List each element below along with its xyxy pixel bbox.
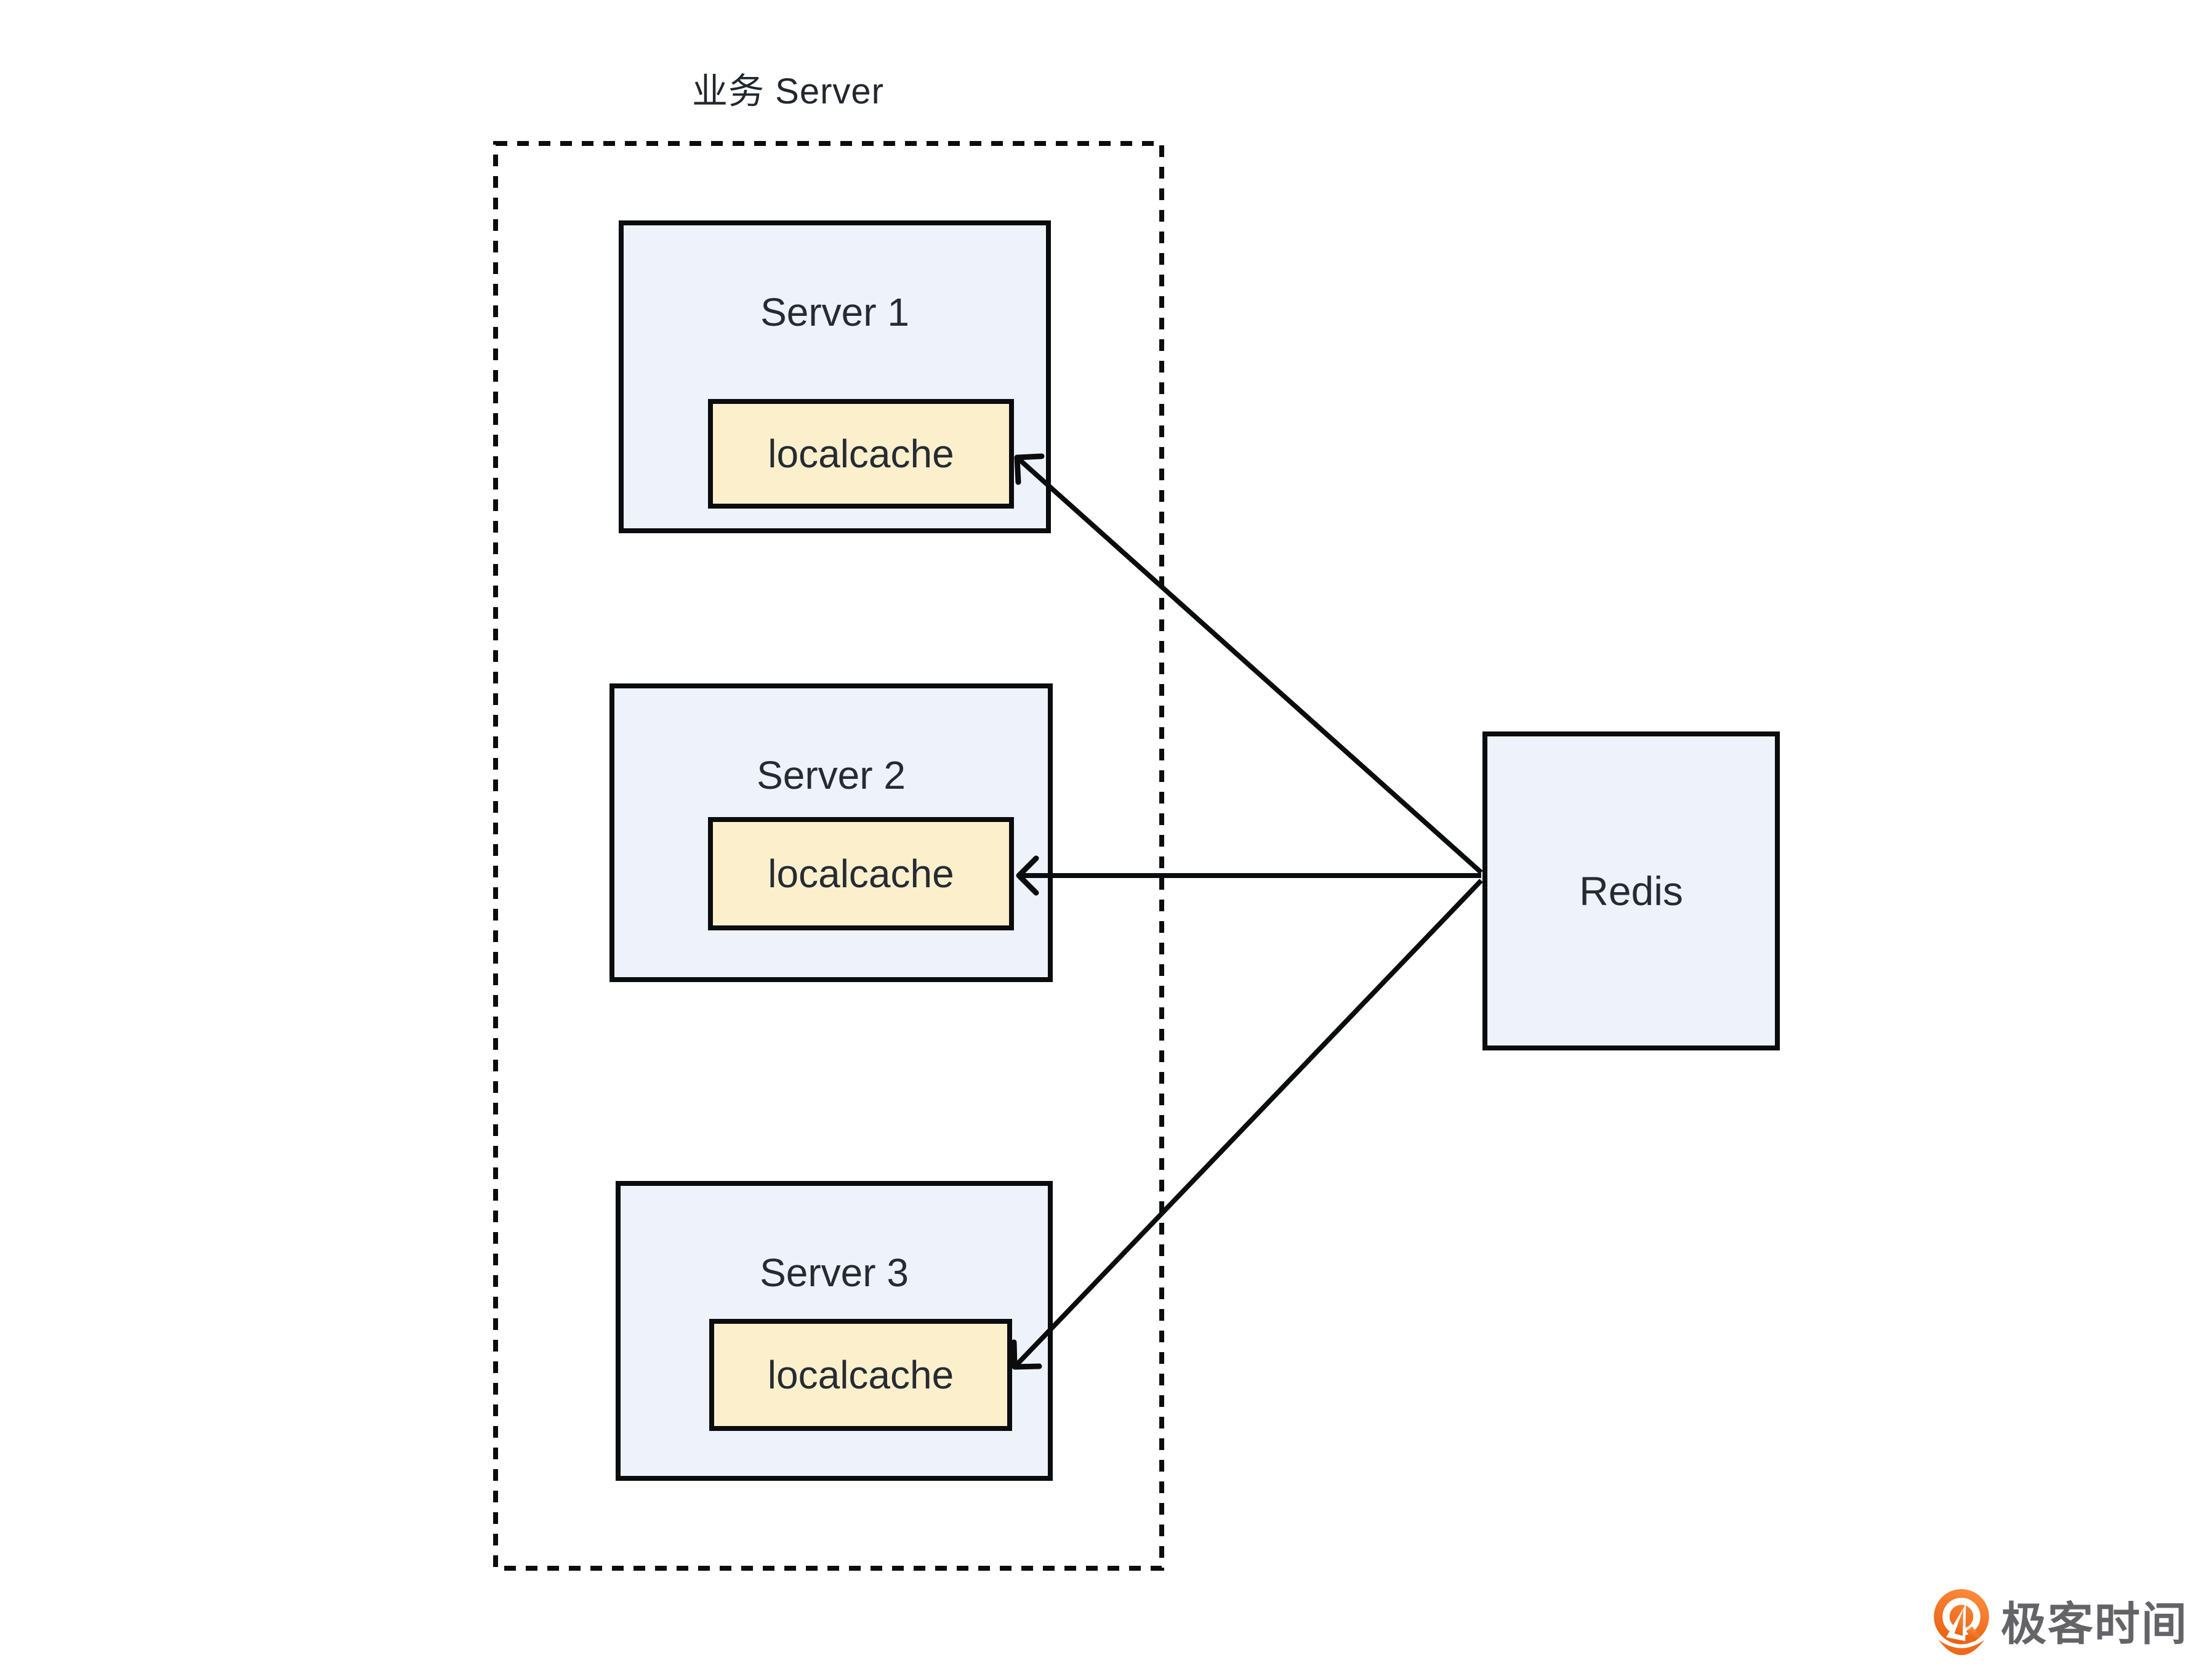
brand-footer: 极客时间 <box>1931 1587 2188 1656</box>
arrow-redis-to-server1-localcache <box>1014 453 1483 874</box>
server3-label: Server 3 <box>760 1251 909 1295</box>
server3-localcache-box: localcache <box>709 1319 1012 1431</box>
arrow-redis-to-server2-localcache <box>1016 855 1481 896</box>
server1-localcache-box: localcache <box>708 399 1014 509</box>
server2-label: Server 2 <box>757 753 906 797</box>
brand-name: 极客时间 <box>2001 1598 2188 1650</box>
server2-localcache-box: localcache <box>708 817 1014 930</box>
redis-box: Redis <box>1482 731 1780 1050</box>
geektime-pin-icon <box>1934 1589 1989 1656</box>
business-server-group-title: 业务 Server <box>692 71 884 111</box>
server1-label: Server 1 <box>760 290 909 334</box>
arrow-redis-to-server3-localcache <box>1011 879 1483 1370</box>
